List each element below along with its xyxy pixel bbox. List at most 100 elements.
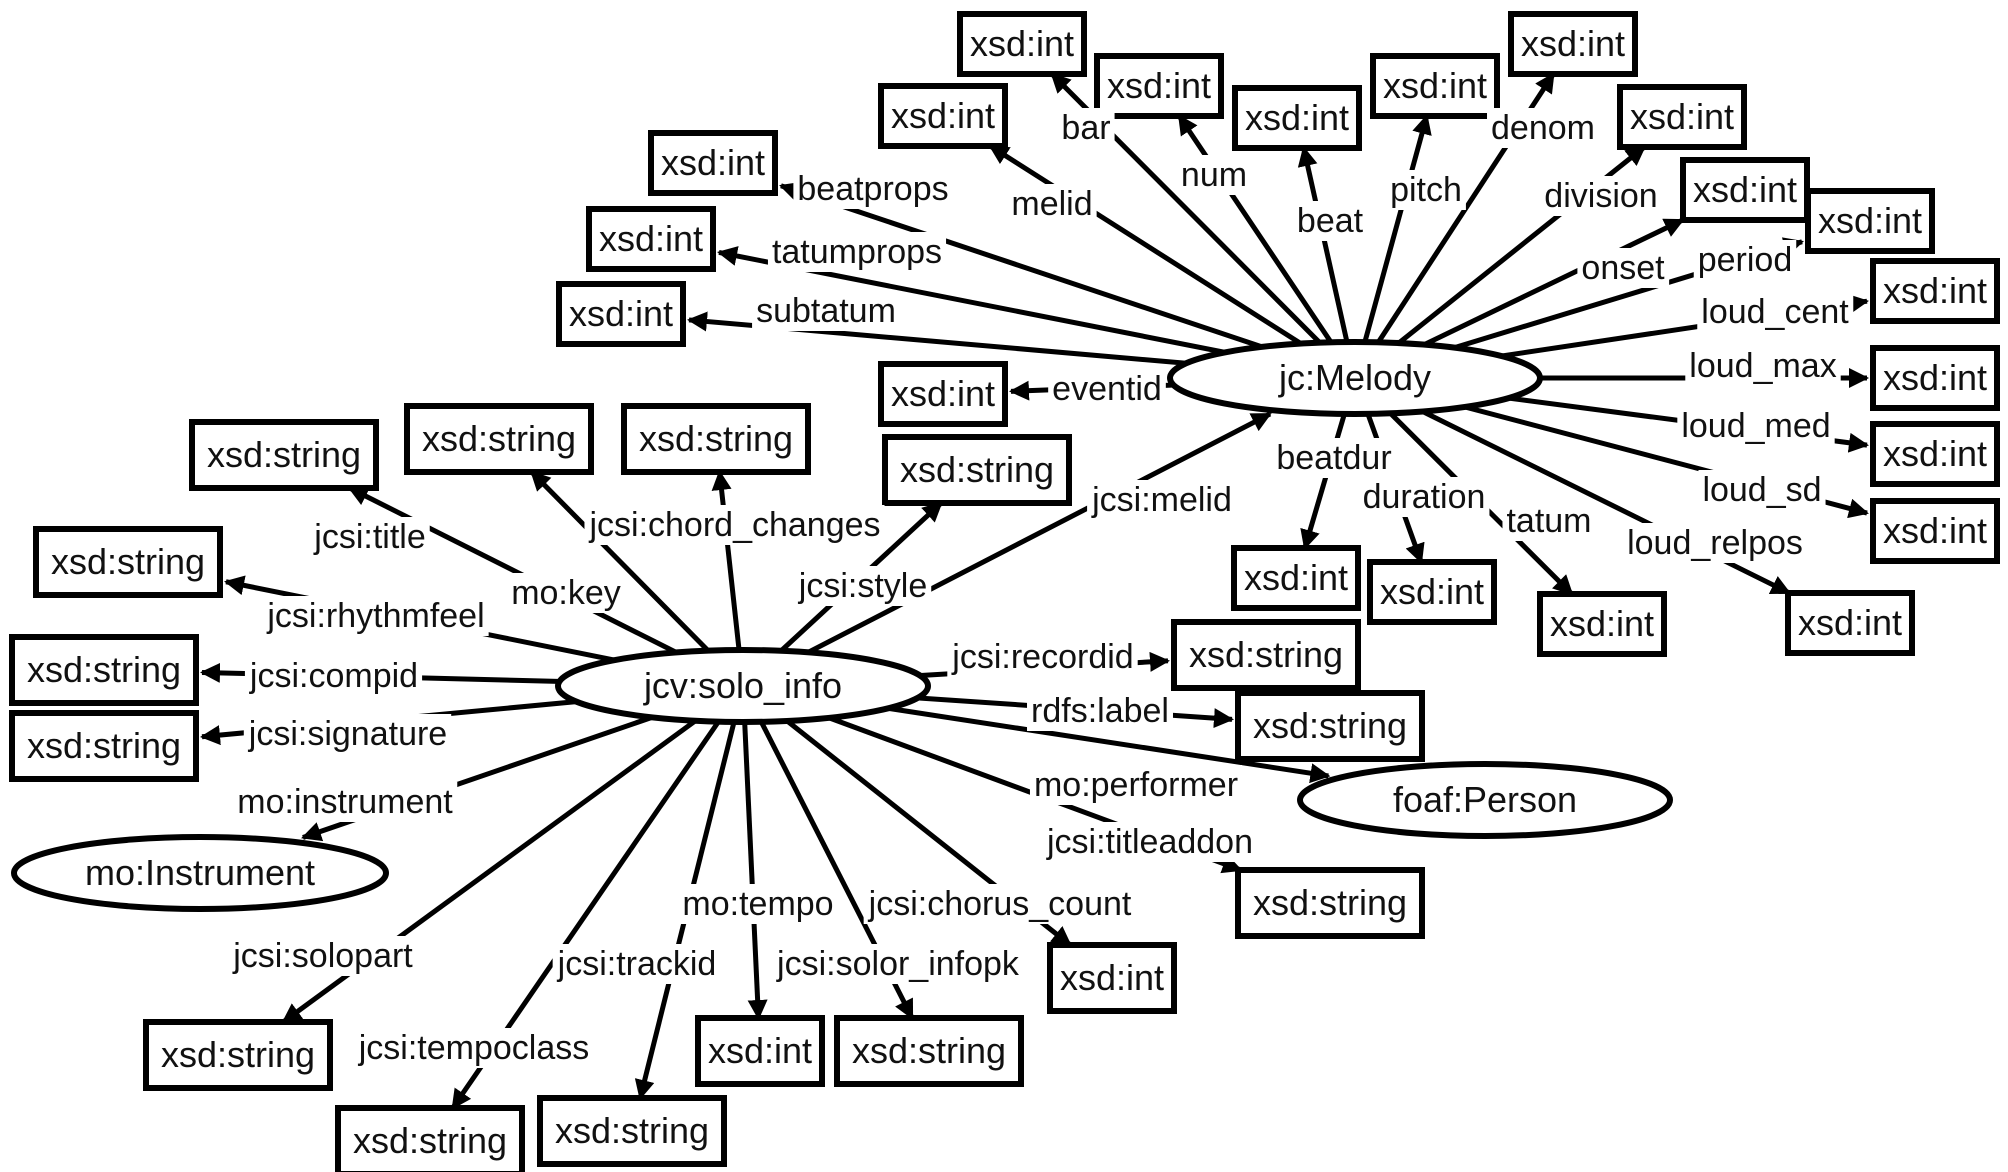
edge-label-jcsi-tempoclass-background	[353, 1028, 594, 1068]
node-melody-loud-relpos-range-label: xsd:int	[1798, 602, 1902, 643]
edge-label-duration-text: duration	[1363, 478, 1486, 516]
node-melody-loud-max-range-border	[1870, 345, 2000, 411]
edge-label-loud-max-background	[1685, 346, 1841, 386]
edge-label-subtatum: subtatum	[752, 291, 900, 331]
edge-label-loud-cent-background	[1697, 292, 1854, 332]
node-melody-eventid-range: xsd:int	[878, 361, 1008, 427]
edge-label-jcsi-trackid-text: jcsi:trackid	[557, 945, 717, 983]
node-melody-num-range-label: xsd:int	[1107, 65, 1211, 106]
node-jcsi-style-range: xsd:string	[882, 434, 1072, 506]
edge-label-jcsi-solopart: jcsi:solopart	[228, 936, 418, 976]
node-melody-tatum-range-border	[1537, 591, 1667, 657]
node-melody-onset-range: xsd:int	[1680, 157, 1810, 223]
edge-label-jcsi-title-background	[309, 517, 430, 557]
node-melody-beat-range: xsd:int	[1232, 85, 1362, 151]
node-jcsi-rhythmfeel-range-label: xsd:string	[51, 541, 205, 582]
node-jcsi-style-range-border	[882, 434, 1072, 506]
node-melody-bar-range: xsd:int	[957, 11, 1087, 77]
node-melody-loud-relpos-range: xsd:int	[1785, 590, 1915, 656]
edge-label-jcsi-solor-infopk-background	[772, 944, 1024, 984]
node-jcv-solo-info-label: jcv:solo_info	[643, 665, 842, 706]
edge-label-mo-performer-text: mo:performer	[1034, 766, 1238, 804]
edge-label-loud-max: loud_max	[1685, 346, 1841, 386]
node-melody-division-range: xsd:int	[1617, 84, 1747, 150]
edge-mo-tempo	[740, 685, 768, 1020]
node-jcsi-titleaddon-range: xsd:string	[1235, 867, 1425, 939]
edge-label-jcsi-trackid-background	[552, 944, 721, 984]
edge-label-jcsi-chorus-count: jcsi:chorus_count	[863, 884, 1136, 924]
edge-label-loud-max-text: loud_max	[1689, 347, 1836, 385]
node-jcsi-title-range-label: xsd:string	[207, 434, 361, 475]
node-jcsi-signature-range-label: xsd:string	[27, 725, 181, 766]
node-jcsi-chord-changes-range-label: xsd:string	[639, 418, 793, 459]
node-jcsi-recordid-range-border	[1171, 619, 1361, 691]
node-jcsi-rhythmfeel-range-border	[33, 526, 223, 598]
node-jcsi-trackid-range-border	[537, 1095, 727, 1167]
node-rdfs-label-range: xsd:string	[1235, 690, 1425, 762]
node-jcsi-solopart-range-label: xsd:string	[161, 1034, 315, 1075]
edge-label-tatumprops: tatumprops	[767, 232, 947, 272]
edge-label-tatumprops-background	[767, 232, 947, 272]
edge-label-pitch-background	[1386, 170, 1466, 210]
node-jcsi-titleaddon-range-label: xsd:string	[1253, 882, 1407, 923]
edge-label-period: period	[1693, 240, 1797, 280]
node-melody-beat-range-border	[1232, 85, 1362, 151]
node-melody-loud-med-range-label: xsd:int	[1883, 433, 1987, 474]
edge-label-jcsi-titleaddon-background	[1041, 822, 1258, 862]
edge-label-beatprops: beatprops	[793, 169, 953, 209]
edge-label-jcsi-solopart-text: jcsi:solopart	[232, 937, 413, 975]
edge-label-eventid-background	[1048, 369, 1166, 409]
edge-label-jcsi-titleaddon-text: jcsi:titleaddon	[1046, 823, 1253, 861]
edge-label-denom: denom	[1487, 108, 1599, 148]
edge-label-rdfs-label-background	[1027, 691, 1173, 731]
node-melody-duration-range: xsd:int	[1367, 559, 1497, 625]
node-jcsi-compid-range-label: xsd:string	[27, 649, 181, 690]
edge-label-jcsi-rhythmfeel: jcsi:rhythmfeel	[262, 596, 489, 636]
edge-label-mo-tempo-background	[678, 884, 838, 924]
node-melody-beat-range-label: xsd:int	[1245, 97, 1349, 138]
node-melody-onset-range-border	[1680, 157, 1810, 223]
edge-label-mo-performer-background	[1029, 765, 1243, 805]
node-jcsi-title-range-border	[189, 419, 379, 491]
edge-label-loud-cent: loud_cent	[1697, 292, 1854, 332]
node-melody-pitch-range-border	[1370, 53, 1500, 119]
node-melody-loud-med-range: xsd:int	[1870, 421, 2000, 487]
node-jcsi-solor-infopk-range: xsd:string	[834, 1015, 1024, 1087]
node-melody-loud-sd-range-label: xsd:int	[1883, 510, 1987, 551]
node-melody-num-range-border	[1094, 53, 1224, 119]
node-melody-duration-range-label: xsd:int	[1380, 571, 1484, 612]
edge-label-jcsi-chord-changes-background	[584, 505, 885, 545]
node-melody-eventid-range-label: xsd:int	[891, 373, 995, 414]
node-melody-beatprops-range-border	[648, 130, 778, 196]
edge-label-tatum-text: tatum	[1506, 502, 1591, 540]
edge-label-jcsi-recordid: jcsi:recordid	[947, 637, 1138, 677]
edge-label-mo-instrument-text: mo:instrument	[237, 783, 453, 821]
edge-label-mo-performer: mo:performer	[1029, 765, 1243, 805]
node-mo-instrument-border	[11, 834, 389, 912]
node-melody-loud-cent-range-border	[1870, 258, 2000, 324]
edge-label-mo-tempo-text: mo:tempo	[682, 885, 833, 923]
edge-label-beat-text: beat	[1297, 202, 1364, 240]
node-jcsi-chorus-count-range-label: xsd:int	[1060, 957, 1164, 998]
edge-label-jcsi-style: jcsi:style	[793, 566, 932, 606]
edge-label-period-background	[1693, 240, 1797, 280]
edge-label-onset: onset	[1577, 248, 1670, 288]
edge-melody-pitch	[1352, 114, 1432, 379]
edge-label-beatprops-text: beatprops	[797, 170, 948, 208]
edge-label-subtatum-background	[752, 291, 900, 331]
node-jcsi-style-range-label: xsd:string	[900, 449, 1054, 490]
edge-label-mo-instrument-background	[233, 782, 458, 822]
node-jc-melody: jc:Melody	[1167, 339, 1543, 417]
edge-label-loud-relpos-background	[1623, 523, 1807, 563]
edge-label-tatumprops-text: tatumprops	[772, 233, 942, 271]
node-melody-onset-range-label: xsd:int	[1693, 169, 1797, 210]
edge-label-jcsi-chord-changes: jcsi:chord_changes	[584, 505, 885, 545]
node-melody-tatumprops-range: xsd:int	[586, 206, 716, 272]
edge-label-melid-text: melid	[1011, 185, 1092, 223]
node-foaf-person-label: foaf:Person	[1393, 779, 1577, 820]
node-melody-division-range-border	[1617, 84, 1747, 150]
node-jcsi-trackid-range: xsd:string	[537, 1095, 727, 1167]
edge-label-loud-relpos: loud_relpos	[1623, 523, 1807, 563]
edge-label-denom-background	[1487, 108, 1599, 148]
edge-label-tatum-background	[1502, 501, 1596, 541]
